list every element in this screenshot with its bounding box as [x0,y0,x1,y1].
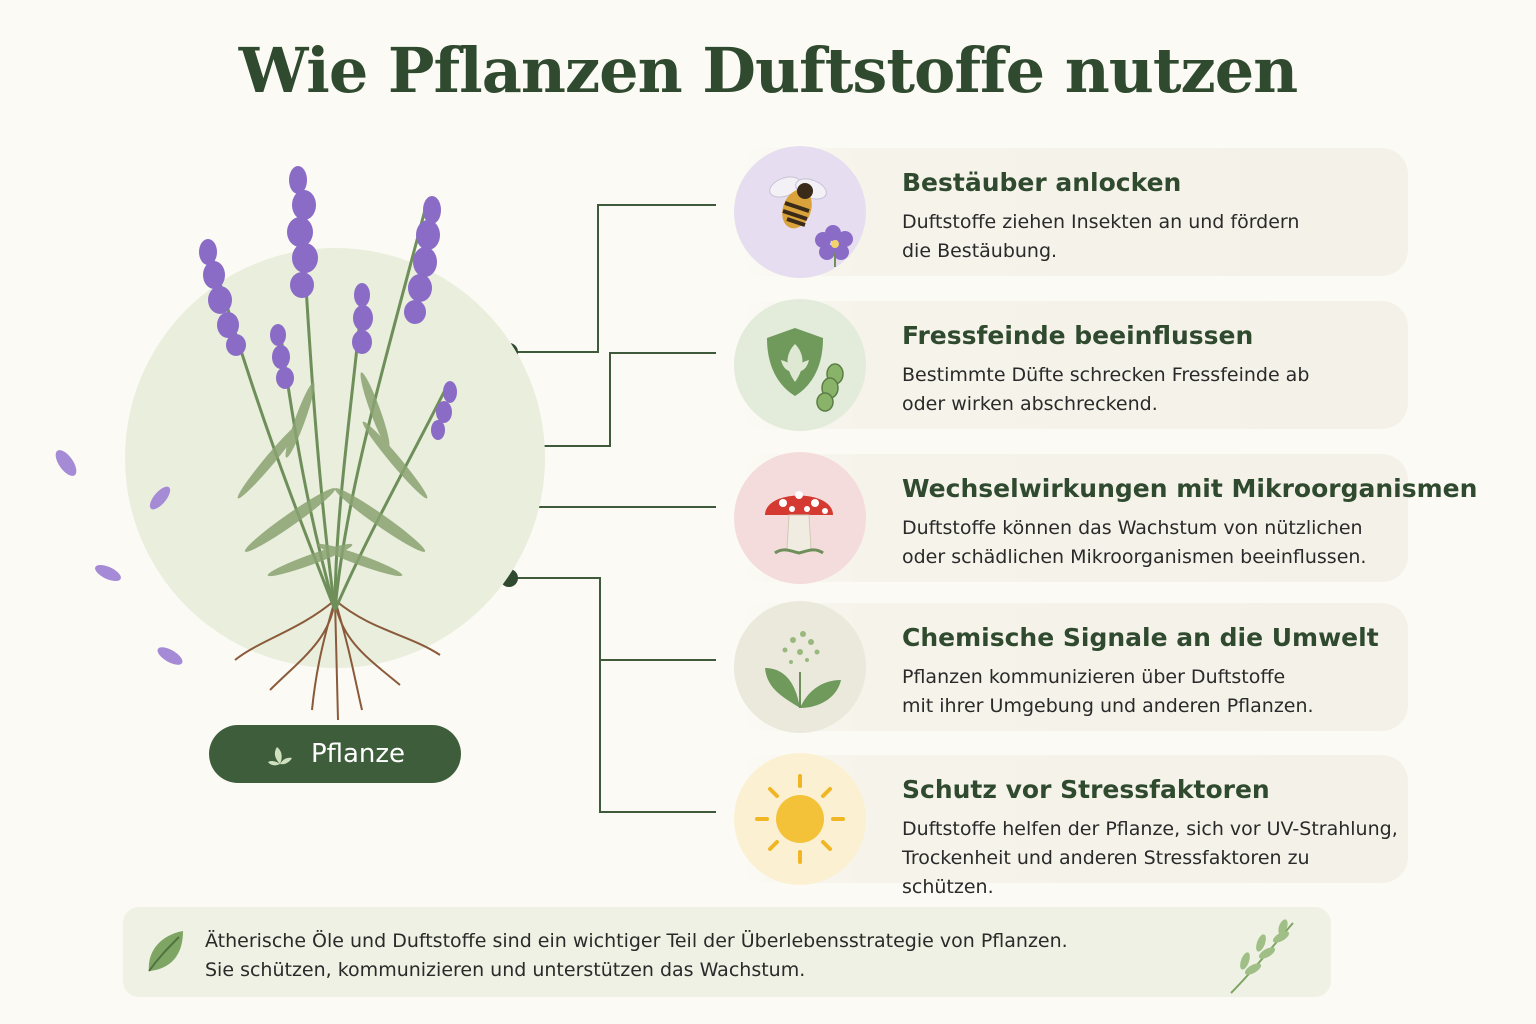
card-description: Bestimmte Düfte schrecken Fressfeinde ab… [902,361,1402,419]
plant-illustration: Pflanze [0,140,720,900]
plant-label: Pflanze [310,739,406,769]
card-mikroorganismen: Wechselwirkungen mit Mikroorganismen Duf… [734,452,1477,584]
card-description-line: oder schädlichen Mikroorganismen beeinfl… [902,546,1367,568]
shield-and-caterpillar-icon [734,299,866,431]
card-description-line: Duftstoffe können das Wachstum von nützl… [902,517,1363,539]
card-fressfeinde: Fressfeinde beeinflussen Bestimmte Düfte… [734,299,1408,431]
herb-sprig-icon [1230,919,1294,994]
card-description-line: Bestimmte Düfte schrecken Fressfeinde ab [902,364,1310,386]
card-description-line: Duftstoffe helfen der Pflanze, sich vor … [902,818,1398,840]
roots [234,599,441,721]
card-stressfaktoren: Schutz vor Stressfaktoren Duftstoffe hel… [734,753,1408,898]
card-description: Duftstoffe ziehen Insekten an und förder… [902,208,1402,266]
page-title: Wie Pflanzen Duftstoffe nutzen [238,34,1298,107]
leaves-and-particles-icon [734,601,866,733]
footer-line: Ätherische Öle und Duftstoffe sind ein w… [205,930,1068,952]
card-description: Duftstoffe helfen der Pflanze, sich vor … [902,815,1402,902]
leaf-icon [267,747,292,766]
card-bestaeuber: Bestäuber anlocken Duftstoffe ziehen Ins… [734,146,1408,278]
card-title: Fressfeinde beeinflussen [902,321,1254,350]
footer-text: Ätherische Öle und Duftstoffe sind ein w… [205,927,1205,985]
card-description-line: Trockenheit und anderen Stressfaktoren z… [902,847,1310,898]
card-title: Bestäuber anlocken [902,168,1182,197]
leaf-icon [148,931,183,972]
sun-icon [734,753,866,885]
card-description-line: die Bestäubung. [902,240,1058,262]
card-description-line: oder wirken abschreckend. [902,393,1158,415]
card-description-line: Pflanzen kommunizieren über Duftstoffe [902,666,1286,688]
card-chemische-signale: Chemische Signale an die Umwelt Pflanzen… [734,601,1408,733]
card-title: Wechselwirkungen mit Mikroorganismen [902,474,1478,503]
footer-line: Sie schützen, kommunizieren und unterstü… [205,959,806,981]
card-description: Duftstoffe können das Wachstum von nützl… [902,514,1402,572]
plant-label-pill: Pflanze [209,725,461,783]
footer-note: Ätherische Öle und Duftstoffe sind ein w… [123,907,1331,997]
card-title: Chemische Signale an die Umwelt [902,623,1379,652]
card-description-line: Duftstoffe ziehen Insekten an und förder… [902,211,1300,233]
card-description-line: mit ihrer Umgebung und anderen Pflanzen. [902,695,1314,717]
lavender-flowers [199,166,457,440]
card-description: Pflanzen kommunizieren über Duftstoffe m… [902,663,1402,721]
leaves [237,372,428,577]
card-title: Schutz vor Stressfaktoren [902,775,1270,804]
mushroom-icon [734,452,866,584]
bee-and-flower-icon [734,146,866,278]
falling-petals [55,450,183,665]
